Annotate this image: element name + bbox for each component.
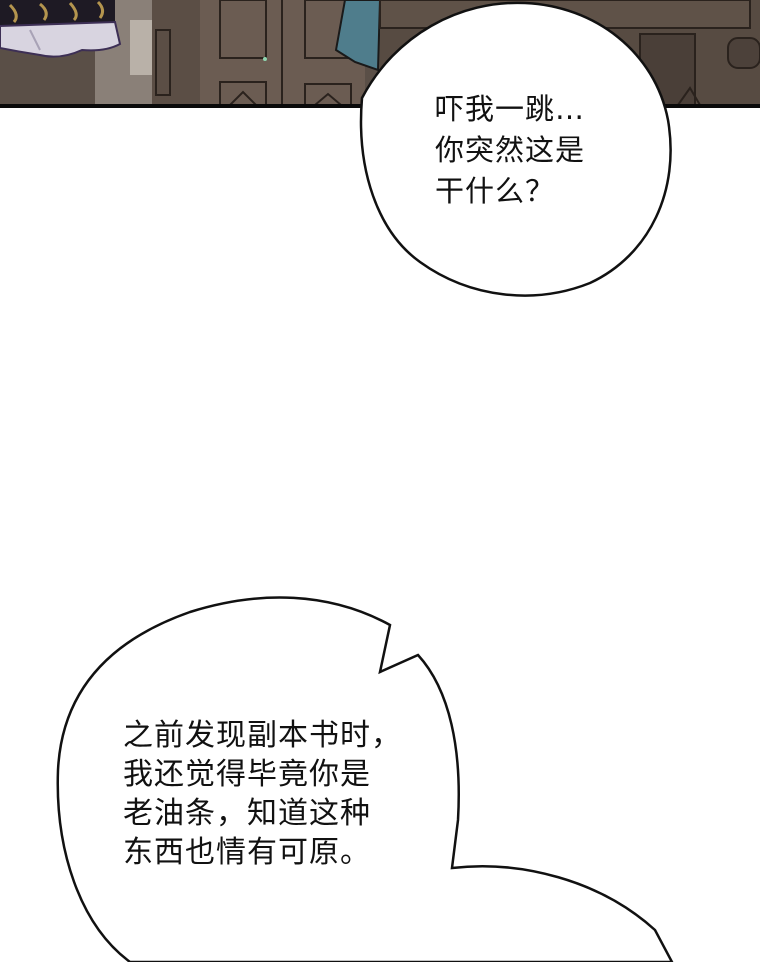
speech-bubble-1-text: 吓我一跳… 你突然这是 干什么？ [435, 92, 586, 208]
speech-bubble-2-text: 之前发现副本书时， 我还觉得毕竟你是 老油条，知道这种 东西也情有可原。 [123, 718, 402, 870]
comic-panel-illustration [0, 0, 760, 108]
scene-artwork [0, 0, 760, 108]
